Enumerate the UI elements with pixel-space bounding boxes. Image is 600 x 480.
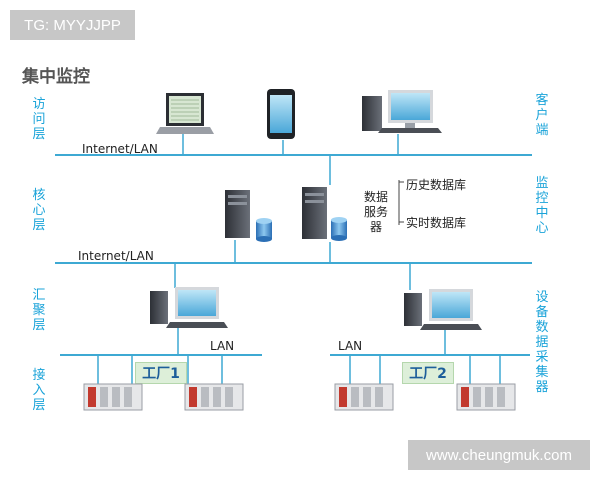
app-database-icon [256,218,272,242]
layer-label-edge: 接入层 [32,368,46,413]
watermark-bottom: www.cheungmuk.com [408,440,590,470]
realtime-db-label: 实时数据库 [406,216,467,230]
network-label-internet-2: Internet/LAN [78,249,154,263]
network-label-lan-2: LAN [338,339,363,353]
workstation-icon-2 [404,289,482,330]
right-label-client: 客户端 [535,93,549,138]
layer-label-core: 核心层 [32,188,46,233]
history-db-label: 历史数据库 [406,178,467,192]
right-label-monitoring: 监控中心 [535,176,549,236]
plc-rack-icons [83,383,516,411]
app-server-icon [225,190,250,238]
laptop-icon [156,93,214,134]
desktop-client-icon [362,90,442,133]
diagram-title: 集中监控 [22,67,90,87]
data-server-icon [302,187,327,239]
data-server-label: 数据服务器 [363,190,388,234]
factory-badge-1: 工厂1 [135,362,187,384]
right-label-collector: 设备数据采集器 [535,290,549,395]
db-bracket [398,180,404,225]
connector-lines [97,134,501,385]
layer-label-aggregation: 汇聚层 [32,288,46,333]
network-label-lan-1: LAN [210,339,235,353]
workstation-icon-1 [150,287,228,328]
smartphone-icon [267,89,295,139]
layer-label-access: 访问层 [32,97,46,142]
watermark-top: TG: MYYJJPP [10,10,135,40]
data-database-icon [331,217,347,241]
factory-badge-2: 工厂2 [402,362,454,384]
network-label-internet-1: Internet/LAN [82,142,158,156]
